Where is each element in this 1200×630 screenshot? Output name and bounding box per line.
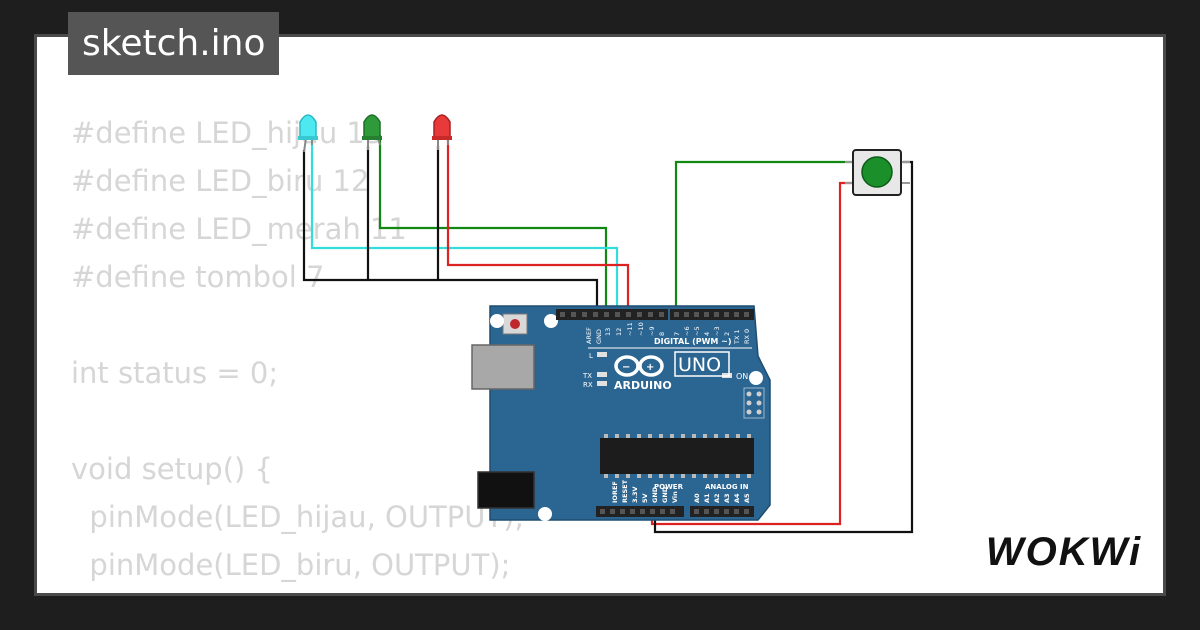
board-brand: ARDUINO bbox=[614, 379, 672, 392]
bottom-pin-label: RESET bbox=[621, 479, 629, 503]
code-line: int status = 0; bbox=[71, 356, 279, 390]
top-pin-label: ~6 bbox=[683, 326, 691, 336]
top-pin-label: 12 bbox=[615, 328, 623, 336]
top-pin-label: TX 1 bbox=[733, 329, 741, 345]
file-tab[interactable]: sketch.ino bbox=[68, 12, 280, 75]
led-cyan[interactable] bbox=[298, 114, 318, 153]
usb-port bbox=[471, 344, 535, 390]
wire-green-button bbox=[674, 160, 852, 318]
top-pin-label: GND bbox=[595, 329, 603, 344]
bottom-pin-label: A0 bbox=[693, 493, 701, 503]
rx-label: RX bbox=[583, 381, 593, 389]
analog-label: ANALOG IN bbox=[705, 483, 749, 491]
bottom-pin-label: A4 bbox=[733, 493, 741, 503]
bottom-pin-label: A2 bbox=[713, 493, 721, 503]
bottom-pin-label: A3 bbox=[723, 493, 731, 503]
top-pin-label: ~5 bbox=[693, 326, 701, 336]
bottom-pin-label: 5V bbox=[641, 493, 649, 503]
tx-label: TX bbox=[582, 372, 592, 380]
top-pin-label: AREF bbox=[585, 327, 593, 344]
bottom-pin-label: 3.3V bbox=[631, 486, 639, 503]
power-jack bbox=[477, 471, 535, 509]
wokwi-logo-text: WOKWi bbox=[985, 530, 1143, 574]
bottom-pin-label: IOREF bbox=[611, 481, 619, 503]
on-label: ON bbox=[736, 372, 748, 381]
led-green[interactable] bbox=[362, 114, 382, 150]
wokwi-logo: WOKWi bbox=[976, 524, 1152, 580]
code-line: #define tombol 7 bbox=[71, 260, 325, 294]
code-line: pinMode(LED_biru, OUTPUT); bbox=[71, 548, 511, 582]
code-line: #define LED_biru 12 bbox=[71, 164, 370, 198]
file-tab-label: sketch.ino bbox=[82, 23, 266, 64]
arduino-uno-board[interactable]: − + ARDUINO UNO DIGITAL (PWM ~) POWER AN… bbox=[471, 305, 771, 521]
code-line: #define LED_merah 11 bbox=[71, 212, 407, 246]
top-pin-label: 4 bbox=[703, 332, 711, 336]
top-pin-label: RX 0 bbox=[743, 329, 751, 344]
arduino-logo-icon bbox=[614, 355, 664, 377]
top-pin-label: 13 bbox=[604, 328, 612, 336]
wire-black-gnd-1 bbox=[302, 150, 599, 318]
bottom-pin-label: A1 bbox=[703, 493, 711, 503]
bottom-pin-label: GND bbox=[661, 486, 669, 503]
wire-cyan-led bbox=[310, 140, 619, 318]
push-button[interactable] bbox=[845, 149, 910, 196]
bottom-pin-label: A5 bbox=[743, 493, 751, 503]
bottom-pin-label: Vin bbox=[671, 491, 679, 503]
top-pin-label: ~3 bbox=[713, 326, 721, 336]
led-red[interactable] bbox=[432, 114, 452, 150]
wire-green-led bbox=[378, 135, 608, 318]
top-pin-label: 8 bbox=[658, 332, 666, 336]
digital-label: DIGITAL (PWM ~) bbox=[654, 337, 732, 346]
top-pin-label: ~10 bbox=[637, 322, 645, 336]
wires bbox=[302, 135, 914, 534]
board-model: UNO bbox=[678, 354, 721, 376]
svg-text:+: + bbox=[646, 362, 654, 373]
top-pin-label: ~9 bbox=[648, 326, 656, 336]
atmega-chip bbox=[600, 438, 754, 474]
top-pin-label: 7 bbox=[673, 332, 681, 336]
power-label: POWER bbox=[654, 483, 684, 491]
l-label: L bbox=[589, 352, 593, 360]
top-pin-label: ~11 bbox=[626, 322, 634, 336]
bottom-pin-label: GND bbox=[651, 486, 659, 503]
top-pin-label: 2 bbox=[723, 332, 731, 336]
wire-red-led bbox=[446, 135, 630, 318]
svg-text:−: − bbox=[622, 362, 630, 373]
code-line: void setup() { bbox=[71, 452, 273, 486]
